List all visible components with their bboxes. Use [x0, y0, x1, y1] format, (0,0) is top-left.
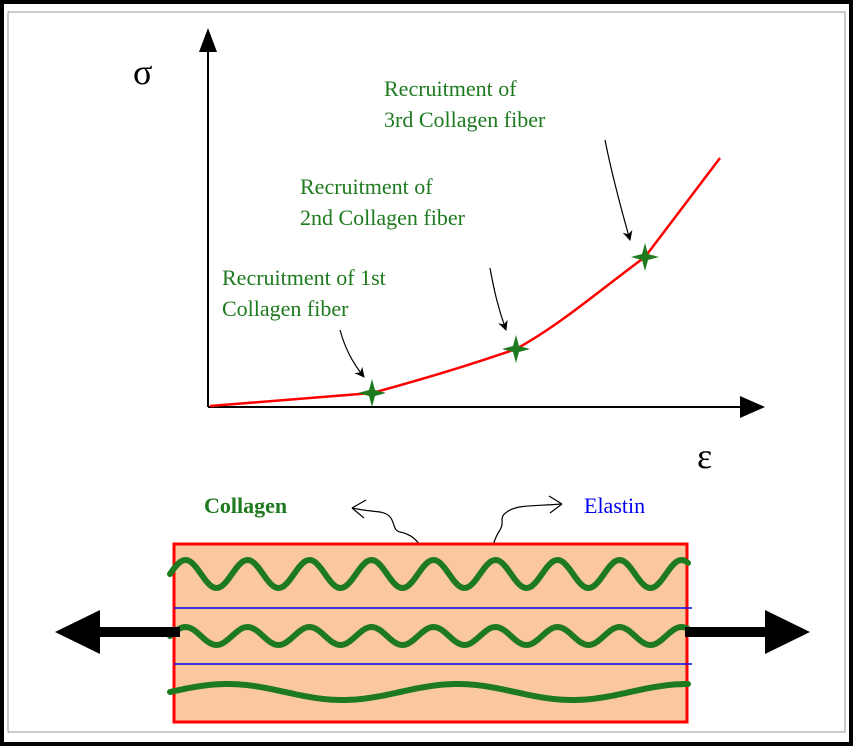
annotation-3rd-line2: 3rd Collagen fiber: [384, 107, 546, 132]
collagen-fiber-1: [167, 556, 691, 592]
x-axis-arrowhead: [740, 396, 765, 418]
recruitment-marker-1st: [358, 379, 386, 407]
annotation-3rd-line1: Recruitment of: [384, 76, 517, 101]
collagen-fiber-2: [167, 623, 691, 649]
elastin-label: Elastin: [584, 493, 645, 518]
collagen-pointer-head: [351, 499, 367, 519]
annotation-arrow-1st: [339, 329, 365, 378]
right-arrow-shaft: [685, 627, 770, 637]
recruitment-marker-2nd: [502, 335, 530, 363]
stress-strain-axes: [199, 28, 765, 418]
recruitment-marker-3rd: [631, 243, 659, 271]
inner-frame: [7, 11, 846, 733]
annotation-1st-line2: Collagen fiber: [222, 296, 349, 321]
recruitment-markers: [358, 243, 659, 407]
annotation-2nd-line2: 2nd Collagen fiber: [300, 205, 466, 230]
annotation-1st-line1: Recruitment of 1st: [222, 265, 386, 290]
elastin-pointer-head: [548, 495, 563, 514]
collagen-label: Collagen: [204, 493, 287, 518]
collagen-fiber-3: [167, 681, 691, 703]
left-arrow-shaft: [95, 627, 180, 637]
tension-arrows: [55, 610, 810, 654]
y-axis-arrowhead: [199, 28, 217, 52]
annotation-arrow-2nd: [489, 267, 508, 331]
tissue-block: [167, 542, 692, 724]
x-axis-label: ε: [697, 436, 712, 476]
annotations: Recruitment of 1st Collagen fiber Recrui…: [222, 76, 546, 321]
y-axis-label: σ: [133, 52, 152, 92]
annotation-arrow-3rd: [604, 139, 633, 241]
left-arrow-head: [55, 610, 100, 654]
annotation-arrows: [339, 139, 633, 378]
annotation-2nd-line1: Recruitment of: [300, 174, 433, 199]
right-arrow-head: [765, 610, 810, 654]
